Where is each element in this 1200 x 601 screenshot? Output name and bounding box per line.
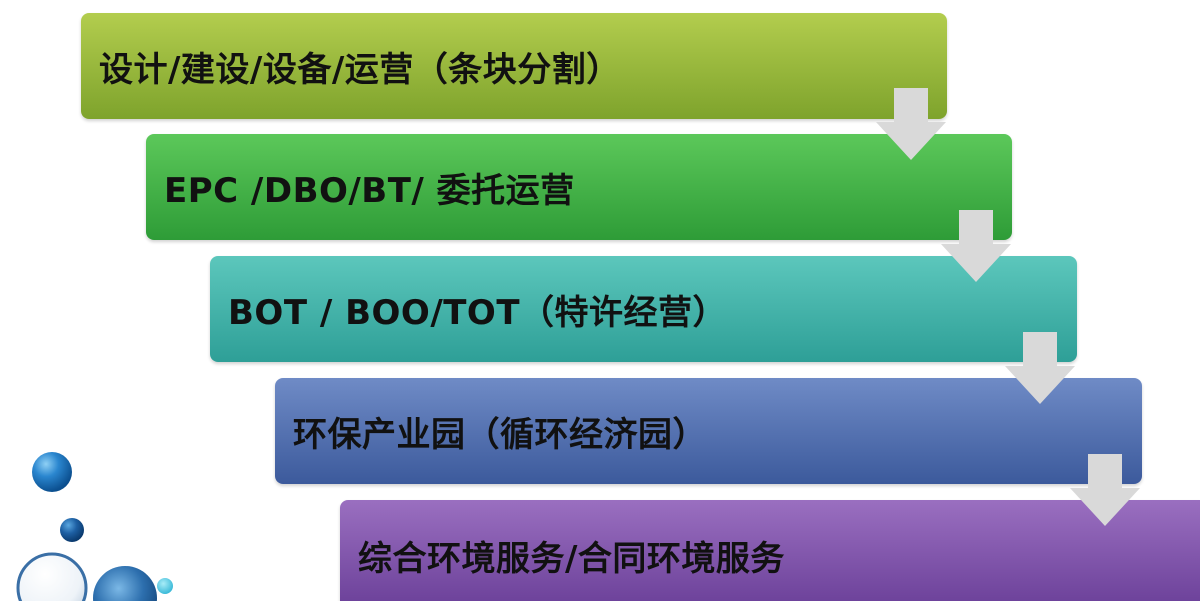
step-box-5: 综合环境服务/合同环境服务	[340, 500, 1200, 601]
down-arrow-icon	[876, 88, 946, 160]
step-label-3: BOT / BOO/TOT（特许经营）	[228, 292, 728, 333]
step-label-2: EPC /DBO/BT/ 委托运营	[164, 170, 575, 211]
down-arrow-icon	[941, 210, 1011, 282]
down-arrow-icon	[1005, 332, 1075, 404]
step-label-5: 综合环境服务/合同环境服务	[358, 538, 785, 579]
step-box-2: EPC /DBO/BT/ 委托运营	[146, 134, 1012, 240]
bubble-cluster-icon	[16, 452, 173, 601]
step-label-4: 环保产业园（循环经济园）	[293, 414, 707, 455]
step-box-4: 环保产业园（循环经济园）	[275, 378, 1142, 484]
down-arrow-icon	[1070, 454, 1140, 526]
step-box-3: BOT / BOO/TOT（特许经营）	[210, 256, 1077, 362]
step-label-1: 设计/建设/设备/运营（条块分割）	[99, 49, 621, 90]
step-box-1: 设计/建设/设备/运营（条块分割）	[81, 13, 947, 119]
